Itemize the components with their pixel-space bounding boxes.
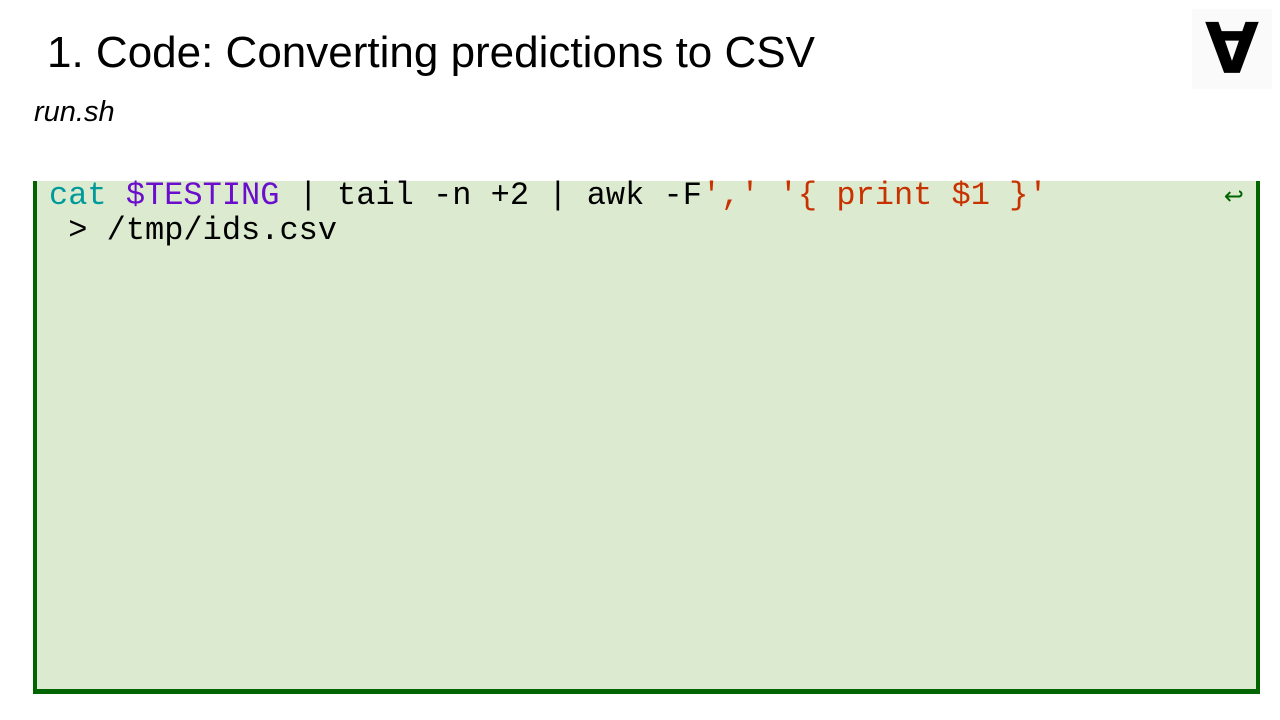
code-line-2: > /tmp/ids.csv [49, 212, 338, 249]
file-name-label: run.sh [34, 96, 115, 128]
code-token-variable: $TESTING [125, 177, 280, 214]
for-all-logo-icon: ∀ [1192, 9, 1272, 89]
code-token-command: cat [49, 177, 107, 214]
code-block: cat $TESTING | tail -n +2 | awk -F',' '{… [33, 177, 1260, 694]
code-token-awk-program-string: '{ print $1 }' [778, 177, 1048, 214]
code-token-separator-string: ',' [701, 177, 760, 214]
line-wrap-arrow-icon: ↩ [1223, 182, 1244, 210]
code-token-space [107, 177, 126, 214]
code-token-plain: | tail -n +2 | awk -F [279, 177, 702, 214]
code-line-1: cat $TESTING | tail -n +2 | awk -F',' '{… [49, 177, 1048, 215]
code-token-space [760, 177, 779, 214]
slide-title: 1. Code: Converting predictions to CSV [47, 28, 815, 77]
